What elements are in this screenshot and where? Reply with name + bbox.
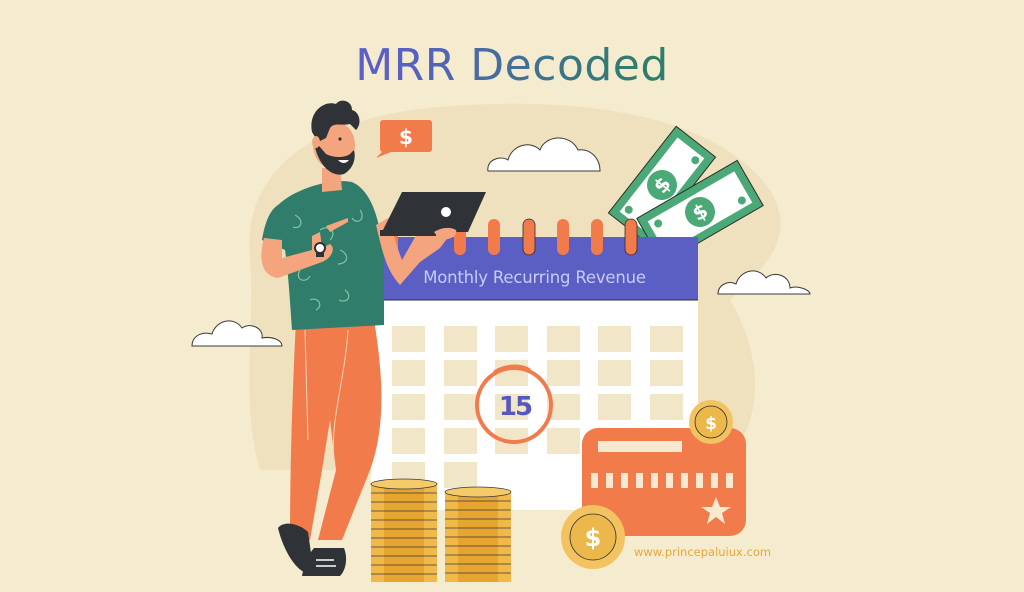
cloud-icon: [717, 270, 811, 295]
dollar-coin-icon: $: [561, 505, 625, 569]
date-highlight-ring: [475, 366, 553, 444]
calendar: [371, 218, 698, 510]
svg-text:$: $: [399, 125, 413, 149]
svg-text:$: $: [705, 414, 717, 434]
speech-bubble-dollar-icon: $: [376, 120, 432, 158]
website-url: www.princepaluiux.com: [634, 545, 772, 559]
coin-stack: [370, 478, 438, 582]
highlighted-date: 15: [498, 392, 533, 422]
credit-card-icon: [582, 428, 746, 536]
cloud-icon: [487, 137, 601, 172]
coin-stack: [444, 486, 512, 582]
dollar-coin-icon: $: [689, 400, 733, 444]
calendar-banner-label: Monthly Recurring Revenue: [423, 268, 646, 287]
page-title: MRR Decoded: [0, 40, 1024, 91]
cloud-icon: [191, 320, 283, 347]
svg-text:$: $: [585, 524, 602, 552]
person-figure: [261, 100, 486, 576]
